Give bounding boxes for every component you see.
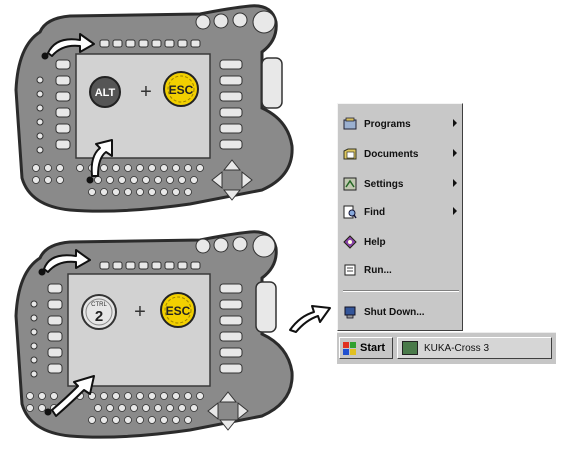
kuka-pendant-bottom: CTRL 2 + ESC: [14, 230, 294, 439]
alt-key[interactable]: [89, 76, 121, 108]
enabling-switch[interactable]: [261, 57, 283, 109]
menu-item-shutdown[interactable]: Shut Down...: [343, 300, 459, 324]
pendant-screen: [75, 53, 211, 159]
ctrl-key-number: 2: [95, 308, 103, 325]
alt-key-label: ALT: [95, 87, 116, 99]
cursor-keys[interactable]: [211, 159, 253, 201]
right-softkeys: [219, 283, 243, 374]
kuka-app-icon: [402, 341, 418, 355]
menu-item-label: Shut Down...: [364, 306, 425, 318]
start-menu: Programs Documents Settings Find Help Ru…: [337, 103, 463, 331]
menu-item-settings[interactable]: Settings: [343, 172, 459, 196]
pendant-screen: [67, 273, 211, 387]
round-key[interactable]: [213, 13, 229, 29]
esc-key-label: ESC: [166, 304, 191, 318]
round-key[interactable]: [195, 238, 211, 254]
menu-item-label: Run...: [364, 264, 392, 276]
menu-separator: [343, 290, 459, 292]
kuka-pendant-top: ALT + ESC: [14, 4, 294, 213]
shutdown-icon: [343, 305, 357, 319]
taskbar-app-button[interactable]: KUKA-Cross 3: [397, 337, 552, 359]
pointer-dot: [86, 176, 94, 184]
esc-key[interactable]: [160, 292, 196, 328]
start-button[interactable]: Start: [339, 337, 393, 359]
menu-item-label: Help: [364, 236, 386, 248]
menu-item-documents[interactable]: Documents: [343, 142, 459, 166]
curved-arrow-icon: [90, 139, 113, 177]
menu-item-programs[interactable]: Programs: [343, 112, 459, 136]
top-softkeys: [99, 261, 201, 270]
submenu-arrow-icon: [453, 149, 457, 157]
run-icon: [343, 263, 357, 277]
keypad: [26, 392, 204, 424]
settings-icon: [343, 177, 357, 191]
pointer-arrow-icon: [289, 305, 331, 333]
round-key[interactable]: [252, 10, 276, 34]
menu-item-label: Settings: [364, 178, 404, 190]
round-key[interactable]: [232, 12, 248, 28]
cursor-keys[interactable]: [207, 391, 249, 431]
plus-sign: +: [140, 81, 152, 103]
pointer-dot: [38, 268, 46, 276]
submenu-arrow-icon: [453, 119, 457, 127]
left-softkeys: [30, 283, 63, 378]
ctrl-key-label: CTRL: [91, 302, 107, 308]
menu-item-label: Documents: [364, 148, 419, 160]
ctrl2-key[interactable]: [81, 294, 117, 330]
round-key[interactable]: [232, 236, 248, 252]
pointer-dot: [44, 408, 52, 416]
right-softkeys: [219, 59, 243, 150]
round-key[interactable]: [252, 234, 276, 258]
menu-item-label: Programs: [364, 118, 411, 130]
start-label: Start: [360, 342, 386, 354]
submenu-arrow-icon: [453, 207, 457, 215]
find-icon: [343, 205, 357, 219]
round-key[interactable]: [213, 237, 229, 253]
windows-logo-icon: [343, 341, 357, 355]
curved-arrow-icon: [51, 375, 95, 417]
documents-icon: [343, 147, 357, 161]
help-icon: [343, 235, 357, 249]
esc-key[interactable]: [163, 71, 199, 107]
left-softkeys: [36, 59, 71, 154]
menu-item-run[interactable]: Run...: [343, 258, 459, 282]
keypad: [32, 164, 204, 196]
taskbar-app-label: KUKA-Cross 3: [424, 342, 490, 354]
submenu-arrow-icon: [453, 179, 457, 187]
curved-arrow-icon: [43, 249, 91, 273]
plus-sign: +: [134, 301, 146, 323]
curved-arrow-icon: [47, 33, 95, 57]
taskbar: Start KUKA-Cross 3: [337, 332, 556, 364]
enabling-switch[interactable]: [255, 281, 277, 333]
pointer-dot: [41, 52, 49, 60]
menu-item-help[interactable]: Help: [343, 230, 459, 254]
menu-item-label: Find: [364, 206, 386, 218]
programs-icon: [343, 117, 357, 131]
round-key[interactable]: [195, 14, 211, 30]
esc-key-label: ESC: [169, 83, 194, 97]
menu-item-find[interactable]: Find: [343, 200, 459, 224]
top-softkeys: [99, 39, 201, 48]
